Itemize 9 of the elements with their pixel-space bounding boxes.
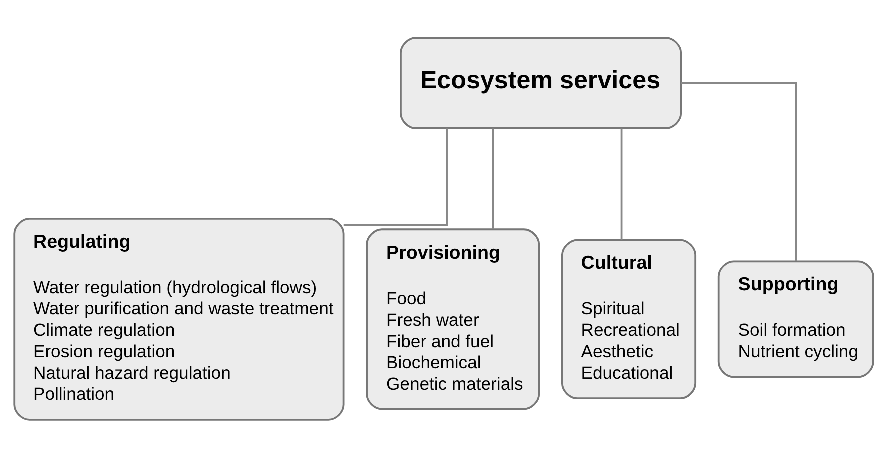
connector [620,128,622,240]
node-box: Regulating Water regulation (hydrological flows) Water purification and waste treatment Climate regulation Erosion regulation Natural hazard regulation Pollination [13,218,344,421]
node-box: Supporting Soil formation Nutrient cycling [717,260,874,378]
connector [680,82,797,262]
connector [492,128,494,230]
connector [343,128,448,226]
node-box: Provisioning Food Fresh water Fiber and fuel Biochemical Genetic materials [366,228,540,410]
node-box: Ecosystem services [400,37,682,130]
node-box: Cultural Spiritual Recreational Aesthetic Educational [560,239,696,400]
